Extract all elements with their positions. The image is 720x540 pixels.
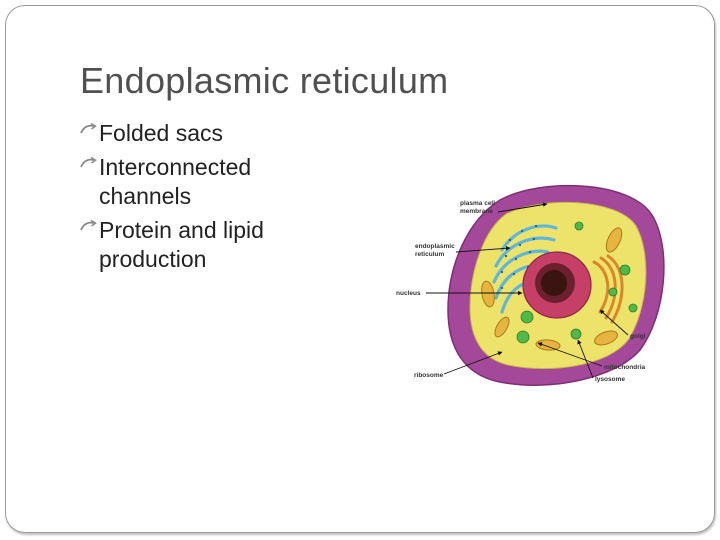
label-lysosome: lysosome (595, 376, 625, 383)
golgi-apparatus (592, 254, 624, 324)
slide-title: Endoplasmic reticulum (80, 60, 449, 101)
curved-arrow-bullet-icon (80, 123, 99, 135)
curved-arrow-bullet-icon (80, 220, 99, 232)
animal-cell-diagram: plasma cell membrane endoplasmic reticul… (390, 170, 665, 390)
label-endoplasmic-reticulum: endoplasmic (415, 243, 455, 250)
label-plasma-membrane: plasma cell (460, 200, 495, 207)
label-nucleus: nucleus (396, 290, 421, 297)
bullet-text: Folded sacs (99, 120, 224, 146)
curved-arrow-bullet-icon (80, 157, 99, 169)
nucleus (522, 251, 592, 319)
bullet-item: Folded sacs (80, 119, 320, 148)
vesicles (516, 221, 638, 344)
label-mitochondria: mitochondria (604, 364, 646, 371)
label-plasma-membrane: membrane (460, 208, 493, 215)
label-ribosome: ribosome (414, 372, 444, 379)
er-ribosomes (500, 224, 538, 290)
label-golgi: golgi (630, 333, 646, 340)
pointer-arrows (426, 202, 629, 379)
label-endoplasmic-reticulum: reticulum (415, 251, 444, 258)
diagram-labels: plasma cell membrane endoplasmic reticul… (396, 200, 646, 383)
